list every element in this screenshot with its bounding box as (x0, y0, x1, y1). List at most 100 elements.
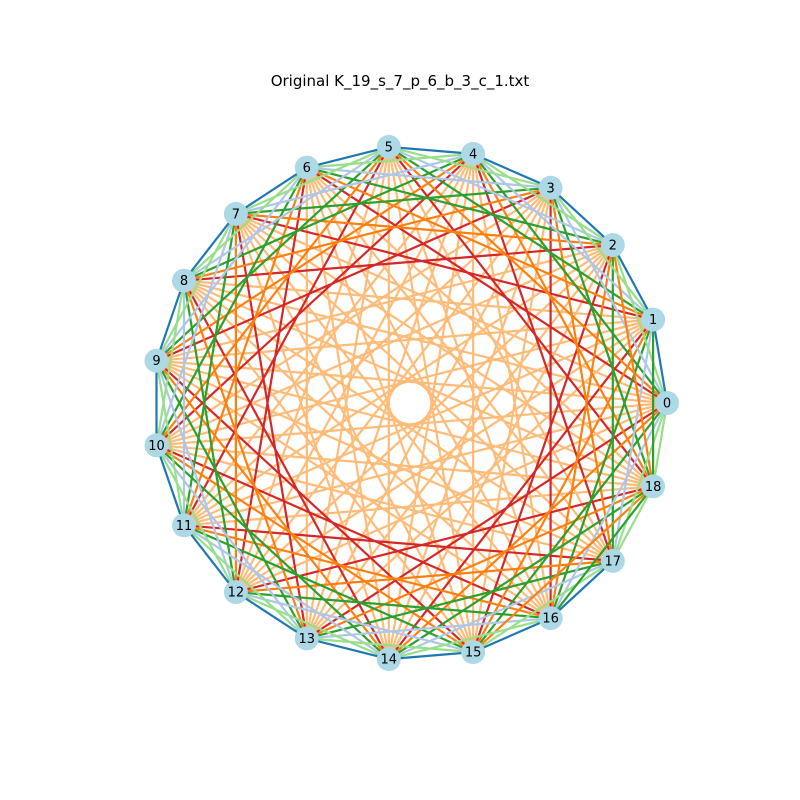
edge-1-9 (156, 318, 654, 362)
node-circle (294, 626, 319, 651)
chart-title: Original K_19_s_7_p_6_b_3_c_1.txt (270, 72, 530, 90)
edge-12-17 (235, 559, 613, 594)
edge-2-5 (388, 145, 614, 247)
node-label: 4 (469, 147, 477, 162)
node-circle (461, 640, 486, 665)
edge-12-15 (235, 591, 474, 654)
edge-6-10 (155, 167, 308, 446)
node-circle (376, 134, 401, 159)
edge-2-6 (306, 166, 614, 247)
edge-9-11 (155, 360, 186, 526)
edge-2-7 (235, 212, 613, 247)
edge-16-17 (549, 560, 614, 620)
edge-7-8 (183, 213, 237, 282)
edge-11-15 (183, 524, 474, 654)
edge-12-16 (235, 591, 551, 620)
edge-0-16 (549, 402, 668, 619)
node-label: 18 (645, 480, 662, 495)
edge-4-6 (306, 152, 474, 169)
edge-10-15 (155, 444, 474, 654)
edge-10-17 (156, 444, 614, 562)
node-5: 5 (376, 134, 401, 159)
edge-12-14 (235, 591, 390, 661)
edge-5-7 (235, 145, 390, 215)
edge-8-10 (155, 280, 186, 446)
node-17: 17 (600, 548, 625, 573)
edge-7-9 (155, 213, 237, 362)
node-circle (461, 141, 486, 166)
node-label: 14 (381, 653, 398, 668)
node-9: 9 (144, 348, 169, 373)
edge-2-8 (183, 244, 613, 282)
edge-7-14 (234, 213, 390, 660)
edge-5-8 (183, 145, 390, 282)
node-label: 13 (299, 632, 316, 647)
node-circle (223, 201, 248, 226)
node-label: 16 (542, 612, 559, 627)
node-circle (538, 606, 563, 631)
edge-6-14 (305, 167, 390, 660)
edge-4-9 (155, 152, 474, 362)
node-circle (600, 233, 625, 258)
node-13: 13 (294, 626, 319, 651)
node-label: 9 (152, 354, 160, 369)
edge-4-5 (388, 145, 474, 155)
edge-1-3 (549, 187, 654, 321)
edge-0-14 (388, 402, 668, 660)
edge-8-16 (183, 279, 552, 620)
node-16: 16 (538, 606, 563, 631)
edge-3-17 (549, 187, 614, 562)
node-label: 2 (609, 239, 617, 254)
edge-1-12 (235, 318, 654, 594)
edge-1-17 (611, 319, 655, 562)
edge-14-17 (388, 559, 614, 661)
edge-4-10 (155, 153, 474, 447)
edge-8-12 (182, 280, 237, 593)
node-label: 6 (303, 161, 311, 176)
node-3: 3 (538, 175, 563, 200)
edge-3-11 (183, 186, 552, 527)
node-circle (641, 474, 666, 499)
edge-12-18 (235, 485, 654, 594)
edge-1-14 (387, 318, 654, 660)
edge-5-10 (155, 146, 390, 446)
node-11: 11 (172, 513, 196, 538)
edge-8-9 (155, 280, 186, 362)
node-circle (172, 268, 196, 293)
node-circle (538, 175, 563, 200)
edge-15-17 (472, 559, 614, 654)
node-10: 10 (144, 433, 169, 458)
edge-15-16 (472, 617, 552, 654)
edge-7-18 (235, 212, 654, 488)
edge-5-9 (155, 146, 390, 362)
edge-3-9 (156, 186, 552, 362)
edge-0-5 (388, 146, 668, 404)
edge-2-13 (305, 244, 614, 640)
edge-10-12 (155, 444, 237, 593)
node-4: 4 (461, 141, 486, 166)
node-circle (144, 433, 169, 458)
edge-11-14 (183, 524, 390, 661)
edge-10-14 (155, 444, 390, 660)
edge-16-18 (549, 485, 654, 619)
edge-13-16 (306, 617, 551, 640)
edge-9-13 (155, 360, 308, 639)
edge-7-13 (234, 213, 308, 639)
edge-12-13 (235, 591, 308, 640)
edge-1-6 (306, 166, 654, 321)
node-14: 14 (376, 647, 401, 672)
edge-5-18 (387, 146, 654, 488)
edge-0-4 (472, 153, 668, 404)
edge-2-16 (549, 244, 614, 619)
edge-6-8 (183, 166, 308, 282)
edge-1-15 (472, 319, 655, 653)
node-label: 1 (649, 313, 657, 328)
edge-9-12 (155, 360, 237, 593)
edge-2-15 (472, 244, 614, 653)
node-label: 7 (232, 207, 240, 222)
node-label: 5 (385, 140, 393, 155)
edge-6-11 (182, 167, 308, 526)
edge-3-8 (183, 186, 551, 282)
edges-layer (155, 145, 669, 661)
